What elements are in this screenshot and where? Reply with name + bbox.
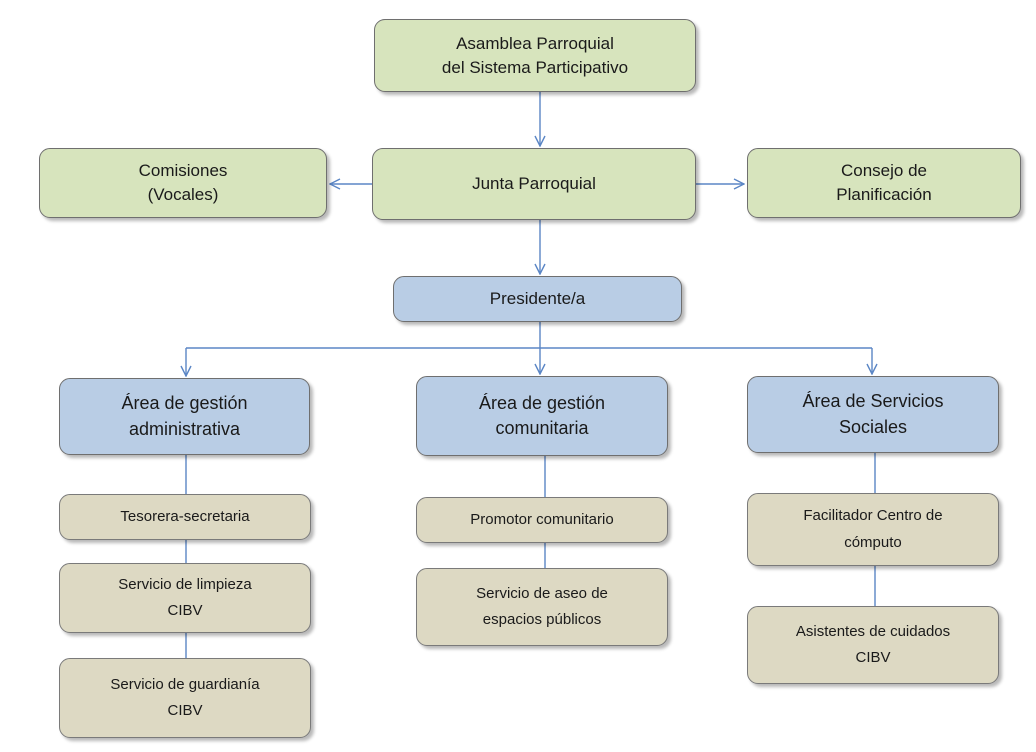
node-area-comunitaria-line-1: Área de gestión	[478, 392, 606, 413]
node-servicio-guardiania: Servicio de guardianía CIBV	[59, 658, 311, 738]
node-consejo-line-2: Planificación	[836, 185, 932, 204]
node-area-comunitaria-line-2: comunitaria	[495, 418, 589, 438]
node-comisiones-line-2: (Vocales)	[147, 185, 219, 204]
node-junta-line-1: Junta Parroquial	[472, 174, 596, 194]
node-facilitador-line-2: cómputo	[844, 533, 902, 551]
node-aseo-line-1: Servicio de aseo de	[476, 584, 608, 602]
node-tesorera-secretaria: Tesorera-secretaria	[59, 494, 311, 540]
node-asistentes-cuidados: Asistentes de cuidados CIBV	[747, 606, 999, 684]
node-junta-parroquial: Junta Parroquial	[372, 148, 696, 220]
node-area-servicios-line-1: Área de Servicios	[802, 391, 944, 412]
node-consejo-planificacion: Consejo de Planificación	[747, 148, 1021, 218]
node-area-servicios-sociales: Área de Servicios Sociales	[747, 376, 999, 453]
node-area-servicios-line-2: Sociales	[838, 416, 908, 437]
node-promotor-comunitario: Promotor comunitario	[416, 497, 668, 543]
node-comisiones-line-1: Comisiones	[138, 161, 228, 181]
node-limpieza-line-2: CIBV	[167, 602, 203, 619]
node-asamblea-parroquial: Asamblea Parroquial del Sistema Particip…	[374, 19, 696, 92]
node-guardiania-line-2: CIBV	[167, 702, 203, 719]
node-asamblea-line-2: del Sistema Participativo	[441, 57, 629, 77]
node-area-admin-line-1: Área de gestión	[121, 393, 248, 414]
node-facilitador-line-1: Facilitador Centro de	[803, 507, 943, 525]
node-area-gestion-administrativa: Área de gestión administrativa	[59, 378, 310, 455]
node-area-admin-line-2: administrativa	[128, 418, 241, 439]
node-facilitador-centro-computo: Facilitador Centro de cómputo	[747, 493, 999, 566]
node-tesorera-line-1: Tesorera-secretaria	[120, 507, 250, 525]
node-presidente: Presidente/a	[393, 276, 682, 322]
node-promotor-line-1: Promotor comunitario	[470, 510, 614, 528]
node-area-gestion-comunitaria: Área de gestión comunitaria	[416, 376, 668, 456]
node-comisiones: Comisiones (Vocales)	[39, 148, 327, 218]
node-limpieza-line-1: Servicio de limpieza	[118, 575, 252, 593]
node-asistentes-line-1: Asistentes de cuidados	[795, 622, 951, 640]
node-aseo-line-2: espacios públicos	[482, 611, 602, 628]
node-consejo-line-1: Consejo de	[840, 161, 927, 181]
node-servicio-aseo: Servicio de aseo de espacios públicos	[416, 568, 668, 646]
node-presidente-line-1: Presidente/a	[489, 289, 586, 309]
node-asamblea-line-1: Asamblea Parroquial	[456, 33, 614, 53]
node-guardiania-line-1: Servicio de guardianía	[110, 675, 260, 693]
node-servicio-limpieza: Servicio de limpieza CIBV	[59, 563, 311, 633]
node-asistentes-line-2: CIBV	[855, 649, 891, 666]
